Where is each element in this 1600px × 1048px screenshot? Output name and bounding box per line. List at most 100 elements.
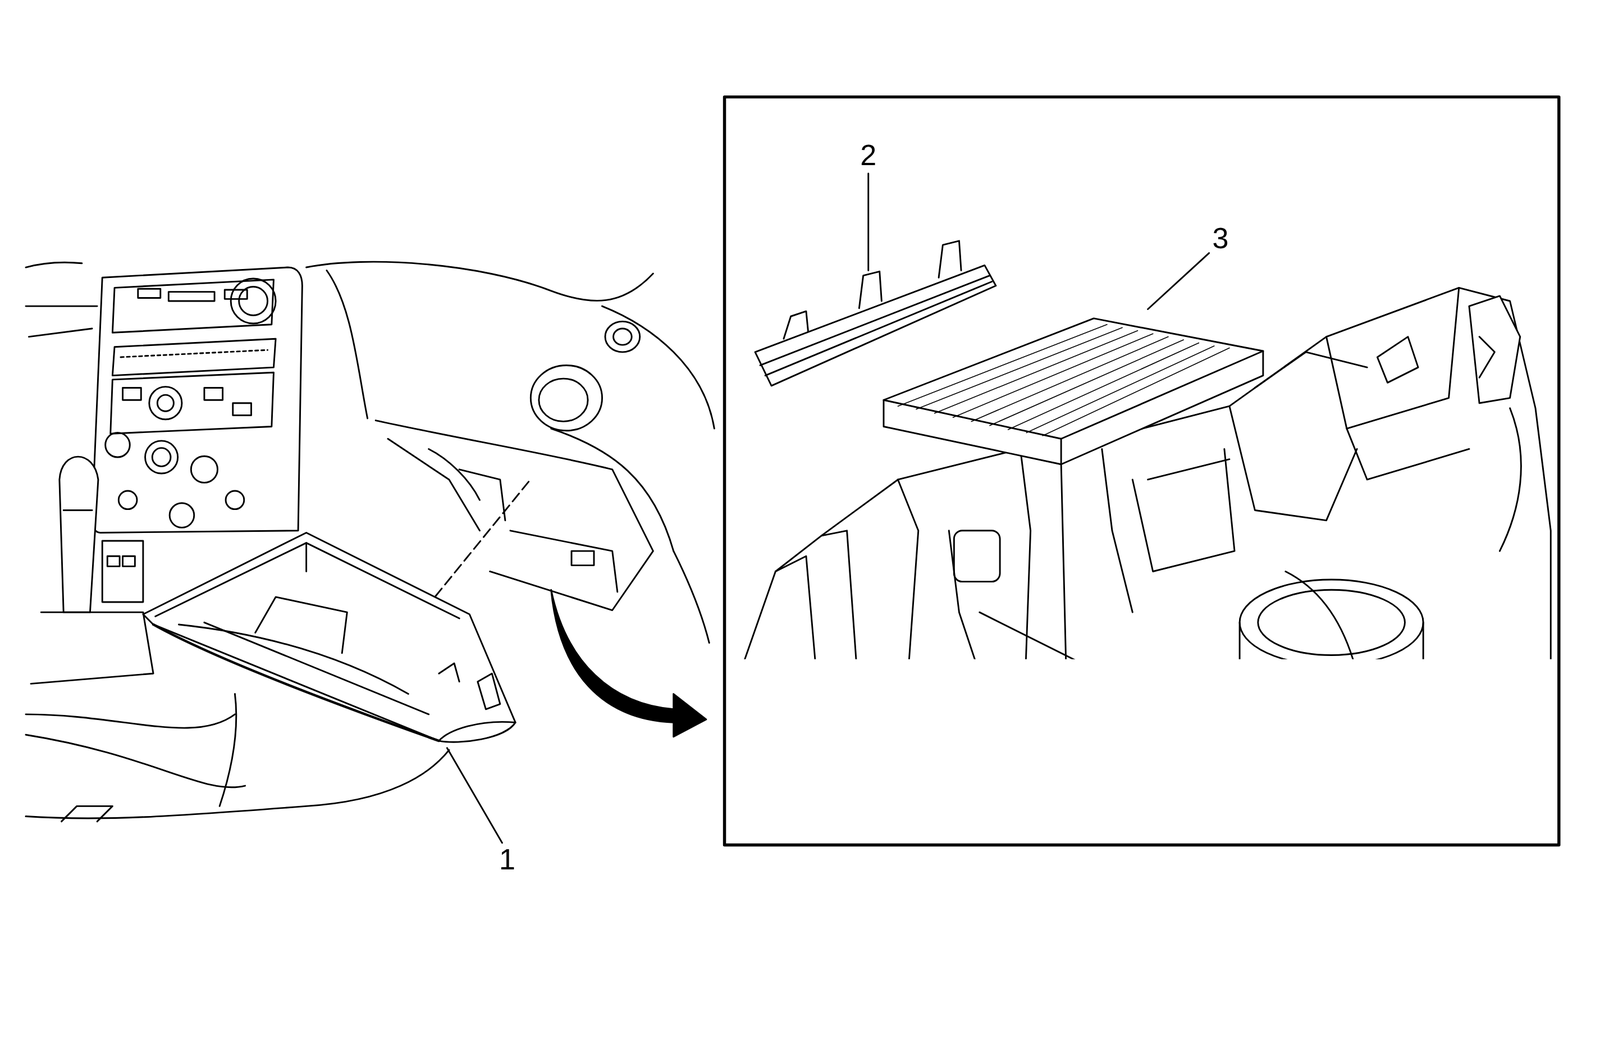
detail-view-part-part bbox=[1285, 570, 1357, 659]
dashboard-illustration-part bbox=[112, 338, 276, 376]
detail-view-part-part bbox=[1239, 579, 1424, 660]
dashboard-illustration-part bbox=[439, 663, 460, 682]
dashboard-illustration-part bbox=[120, 349, 268, 358]
dashboard-illustration-part bbox=[613, 328, 632, 345]
dashboard-illustration-part bbox=[59, 456, 99, 612]
detail-view-part-part bbox=[1326, 287, 1460, 429]
detail-view-part-part bbox=[775, 555, 817, 660]
dashboard-illustration-part bbox=[551, 428, 674, 551]
dashboard-illustration-part bbox=[169, 503, 195, 528]
dashboard-illustration-part bbox=[152, 448, 171, 467]
dashboard-illustration bbox=[25, 261, 715, 821]
dashboard-illustration-part bbox=[306, 261, 654, 301]
detail-view-part-part bbox=[934, 330, 1138, 414]
detail-view-part-part bbox=[1020, 448, 1031, 659]
dashboard-illustration-part bbox=[145, 440, 178, 474]
dashboard-illustration-part bbox=[239, 286, 268, 316]
dashboard-illustration-part bbox=[477, 673, 501, 710]
detail-view-part-part bbox=[1479, 336, 1495, 378]
callout-number: 2 bbox=[860, 140, 877, 170]
detail-view-part-part bbox=[1026, 345, 1214, 433]
dashboard-illustration-part bbox=[25, 749, 450, 818]
dashboard-illustration-part bbox=[430, 481, 529, 602]
detail-view-part-part bbox=[953, 530, 1000, 582]
dashboard-illustration-part bbox=[153, 624, 440, 741]
dashboard-illustration-part bbox=[25, 714, 235, 728]
dashboard-illustration-part bbox=[204, 387, 223, 400]
dashboard-illustration-part bbox=[510, 530, 618, 592]
detail-view-part-part bbox=[1008, 342, 1200, 429]
dashboard-illustration-part bbox=[225, 490, 245, 510]
detail-view-part-part bbox=[783, 311, 809, 339]
detail-view-part-part bbox=[897, 324, 1107, 406]
dashboard-illustration-part bbox=[439, 721, 516, 741]
detail-view-part bbox=[755, 240, 1264, 465]
dashboard-illustration-part bbox=[107, 555, 120, 566]
detail-view bbox=[724, 97, 1560, 845]
dashboard-illustration-part bbox=[25, 262, 82, 268]
dashboard-illustration-part bbox=[204, 622, 429, 715]
dashboard-illustration-part bbox=[602, 305, 715, 429]
dashboard-illustration-part bbox=[102, 540, 144, 602]
dashboard-illustration-part bbox=[530, 364, 602, 431]
detail-view-part-part bbox=[1148, 459, 1230, 480]
detail-view-part-part bbox=[971, 336, 1169, 422]
detail-view-part-part bbox=[1346, 428, 1470, 480]
dashboard-illustration-part bbox=[190, 455, 218, 483]
view-arrow-part bbox=[551, 589, 707, 737]
leader-lines-part bbox=[1148, 253, 1210, 310]
leader-lines-part bbox=[867, 173, 870, 271]
dashboard-illustration-part bbox=[110, 372, 274, 434]
detail-view-part-part bbox=[1254, 352, 1368, 388]
dashboard-illustration-part bbox=[255, 596, 348, 653]
dashboard-illustration-part bbox=[375, 420, 653, 611]
dashboard-illustration-part bbox=[168, 291, 215, 301]
dashboard-illustration-part bbox=[25, 734, 246, 788]
detail-view-part-part bbox=[897, 479, 918, 660]
detail-view-part-part bbox=[760, 275, 990, 366]
detail-view-part-part bbox=[1102, 448, 1133, 612]
dashboard-illustration-part bbox=[105, 432, 131, 457]
dashboard-illustration-part bbox=[63, 509, 93, 511]
dashboard-illustration-part bbox=[138, 288, 161, 298]
detail-view-part-part bbox=[1469, 295, 1521, 404]
dashboard-illustration-part bbox=[538, 378, 588, 422]
dashboard-illustration-part bbox=[155, 542, 460, 619]
detail-view-part-part bbox=[765, 281, 992, 376]
detail-view-part-part bbox=[883, 350, 1264, 439]
leader-lines-part bbox=[446, 747, 502, 843]
detail-view-part bbox=[724, 97, 1560, 845]
dashboard-illustration-part bbox=[673, 550, 710, 643]
dashboard-illustration-part bbox=[30, 611, 154, 684]
detail-view-part-part bbox=[989, 339, 1184, 426]
dashboard-illustration-part bbox=[571, 550, 594, 565]
detail-view-part-part bbox=[916, 327, 1123, 409]
detail-view-part-part bbox=[883, 318, 1264, 465]
dashboard-illustration-part bbox=[459, 469, 506, 521]
detail-view-part-part bbox=[1239, 622, 1424, 659]
detail-view-part-part bbox=[1377, 336, 1419, 383]
detail-view-part-part bbox=[953, 333, 1154, 418]
dashboard-illustration-part bbox=[61, 805, 113, 821]
dashboard-illustration-part bbox=[605, 321, 640, 352]
detail-view-part-part bbox=[979, 611, 1103, 660]
dashboard-illustration-part bbox=[92, 267, 303, 533]
dashboard-illustration-part bbox=[118, 490, 137, 510]
detail-view-part-part bbox=[821, 530, 858, 660]
dashboard-illustration-part bbox=[232, 403, 252, 416]
callout-number: 1 bbox=[499, 844, 516, 874]
detail-view-part-part bbox=[1258, 589, 1406, 655]
leader-lines bbox=[446, 173, 1209, 843]
dashboard-illustration-part bbox=[112, 279, 274, 333]
dashboard-illustration-part bbox=[149, 386, 182, 420]
dashboard-illustration-part bbox=[387, 438, 480, 531]
detail-view-part-part bbox=[1229, 405, 1357, 520]
dashboard-illustration-part bbox=[428, 448, 480, 500]
detail-view-part-part bbox=[1060, 438, 1063, 464]
dashboard-illustration-part bbox=[122, 387, 142, 400]
dashboard-illustration-part bbox=[326, 270, 368, 418]
dashboard-illustration-part bbox=[28, 328, 93, 337]
dashboard-illustration-part bbox=[219, 693, 237, 807]
